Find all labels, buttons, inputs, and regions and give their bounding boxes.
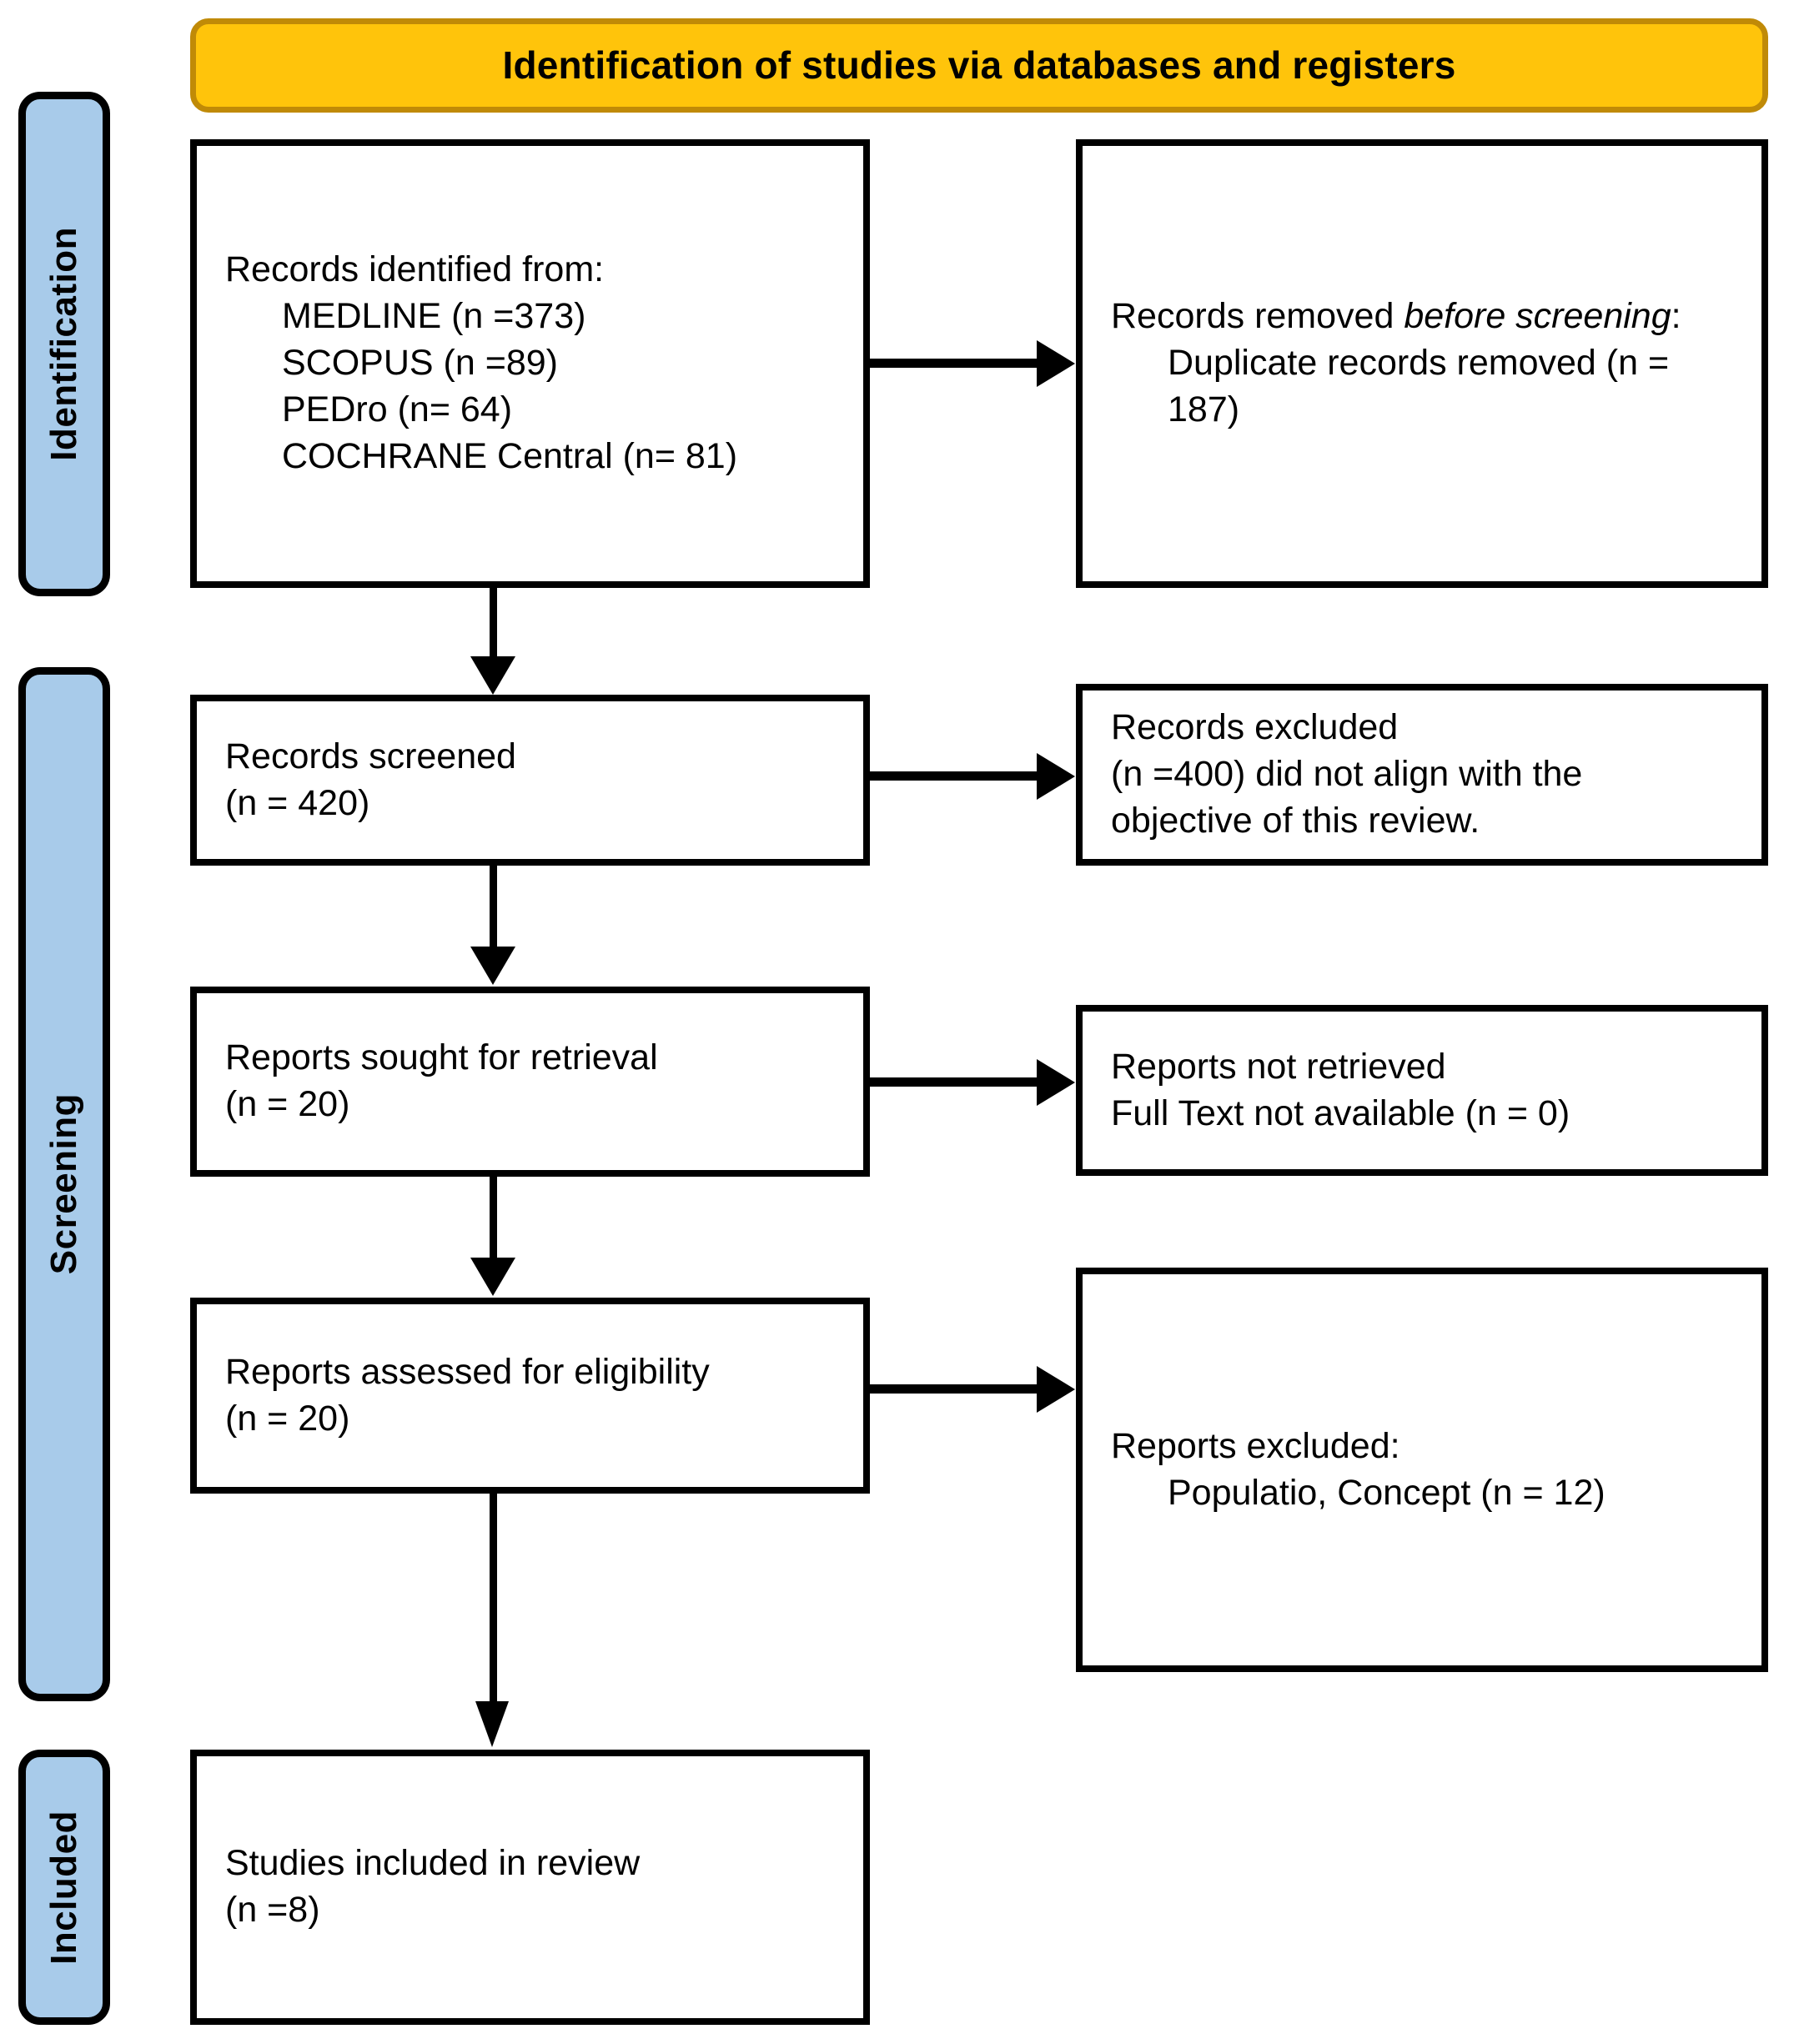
records-excluded-line3: objective of this review. <box>1111 800 1480 841</box>
studies-included-line1: Studies included in review <box>225 1843 641 1884</box>
stage-label-identification-text: Identification <box>43 227 84 461</box>
arrow-identified-to-removed-head <box>1037 340 1075 387</box>
arrow-identified-to-screened <box>490 588 497 663</box>
arrow-assessed-to-excluded-head <box>1037 1366 1075 1413</box>
diagram-title: Identification of studies via databases … <box>502 43 1456 88</box>
box-reports-assessed-for-eligibility: Reports assessed for eligibility (n = 20… <box>190 1298 870 1494</box>
arrow-sought-to-assessed-head <box>470 1258 515 1296</box>
reports-sought-line2: (n = 20) <box>225 1084 350 1124</box>
arrow-screened-to-sought-head <box>470 947 515 985</box>
records-removed-title-lead: Records removed <box>1111 296 1405 337</box>
reports-assessed-line2: (n = 20) <box>225 1398 350 1439</box>
box-records-excluded: Records excluded (n =400) did not align … <box>1076 684 1768 866</box>
reports-excluded-title: Reports excluded: <box>1111 1425 1400 1466</box>
box-records-removed-body: Records removed before screening: Duplic… <box>1083 294 1761 434</box>
box-records-screened: Records screened (n = 420) <box>190 695 870 866</box>
box-records-screened-body: Records screened (n = 420) <box>197 734 863 827</box>
records-screened-line1: Records screened <box>225 736 516 776</box>
arrow-sought-to-not-retrieved <box>870 1077 1038 1087</box>
arrow-sought-to-assessed <box>490 1177 497 1264</box>
arrow-screened-to-excluded-head <box>1037 753 1075 800</box>
stage-label-included: Included <box>18 1750 110 2025</box>
reports-assessed-line1: Reports assessed for eligibility <box>225 1351 710 1392</box>
box-studies-included-body: Studies included in review (n =8) <box>197 1841 863 1934</box>
arrow-identified-to-screened-head <box>470 656 515 695</box>
reports-not-retrieved-line2: Full Text not available (n = 0) <box>1111 1092 1570 1133</box>
box-reports-not-retrieved-body: Reports not retrieved Full Text not avai… <box>1083 1044 1761 1138</box>
records-identified-source-scopus: SCOPUS (n =89) <box>282 343 558 384</box>
box-reports-excluded-body: Reports excluded: Populatio, Concept (n … <box>1083 1424 1761 1517</box>
box-records-removed-before-screening: Records removed before screening: Duplic… <box>1076 139 1768 588</box>
records-removed-title: Records removed before screening: <box>1111 294 1733 340</box>
records-identified-source-medline: MEDLINE (n =373) <box>282 296 586 337</box>
records-identified-source-pedro: PEDro (n= 64) <box>282 389 513 429</box>
box-reports-excluded: Reports excluded: Populatio, Concept (n … <box>1076 1268 1768 1672</box>
box-records-identified-body: Records identified from: MEDLINE (n =373… <box>197 247 863 480</box>
arrow-assessed-to-excluded <box>870 1384 1038 1394</box>
arrow-assessed-to-included <box>490 1494 497 1723</box>
records-removed-title-italic: before screening <box>1404 296 1671 337</box>
arrow-screened-to-excluded <box>870 771 1038 781</box>
studies-included-line2: (n =8) <box>225 1890 320 1930</box>
stage-label-screening-text: Screening <box>43 1093 84 1275</box>
stage-label-included-text: Included <box>43 1810 84 1965</box>
records-excluded-line1: Records excluded <box>1111 707 1399 748</box>
records-removed-detail: Duplicate records removed (n = 187) <box>1168 343 1670 429</box>
records-identified-source-cochrane: COCHRANE Central (n= 81) <box>282 435 738 476</box>
box-records-excluded-body: Records excluded (n =400) did not align … <box>1083 705 1761 845</box>
box-reports-assessed-body: Reports assessed for eligibility (n = 20… <box>197 1349 863 1443</box>
arrow-screened-to-sought <box>490 866 497 953</box>
reports-sought-line1: Reports sought for retrieval <box>225 1037 658 1078</box>
records-removed-title-tail: : <box>1671 296 1681 337</box>
box-reports-not-retrieved: Reports not retrieved Full Text not avai… <box>1076 1005 1768 1176</box>
box-reports-sought-body: Reports sought for retrieval (n = 20) <box>197 1035 863 1128</box>
stage-label-screening: Screening <box>18 667 110 1701</box>
box-records-identified: Records identified from: MEDLINE (n =373… <box>190 139 870 588</box>
arrow-sought-to-not-retrieved-head <box>1037 1059 1075 1106</box>
records-identified-title: Records identified from: <box>225 249 605 290</box>
box-reports-sought-for-retrieval: Reports sought for retrieval (n = 20) <box>190 987 870 1177</box>
arrow-identified-to-removed <box>870 359 1038 368</box>
arrow-assessed-to-included-head <box>475 1701 509 1747</box>
stage-label-identification: Identification <box>18 92 110 596</box>
reports-not-retrieved-line1: Reports not retrieved <box>1111 1046 1446 1087</box>
records-excluded-line2: (n =400) did not align with the <box>1111 754 1583 795</box>
records-screened-line2: (n = 420) <box>225 782 370 823</box>
reports-excluded-reason: Populatio, Concept (n = 12) <box>1168 1472 1606 1513</box>
diagram-header-banner: Identification of studies via databases … <box>190 18 1768 113</box>
box-studies-included-in-review: Studies included in review (n =8) <box>190 1750 870 2025</box>
